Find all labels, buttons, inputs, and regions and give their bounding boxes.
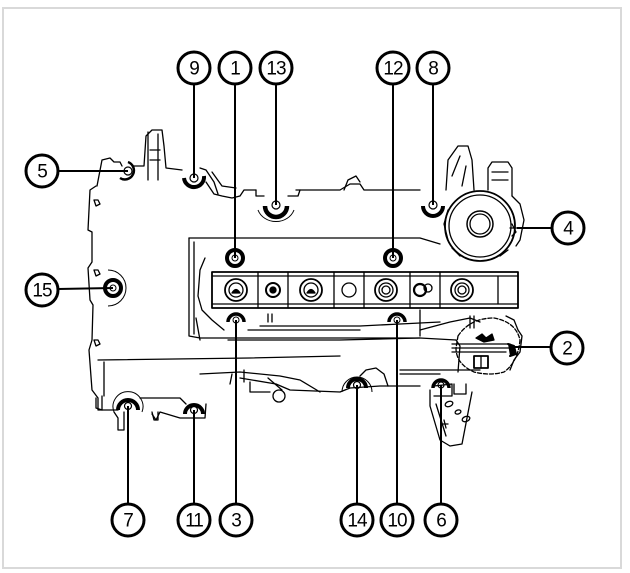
- callout-1: 1: [217, 50, 253, 86]
- oil-filler-cap-drawing: [443, 190, 518, 262]
- callout-label: 1: [230, 59, 240, 80]
- callout-label: 14: [347, 511, 368, 532]
- spark-plug-wells: [224, 278, 474, 302]
- callout-8: 8: [415, 50, 451, 86]
- callout-label: 8: [428, 59, 438, 80]
- callout-10: 10: [379, 502, 415, 538]
- bolt-13: [257, 200, 295, 223]
- callout-label: 15: [32, 281, 52, 302]
- callout-label: 5: [37, 162, 47, 183]
- callout-3: 3: [218, 502, 254, 538]
- callout-label: 6: [436, 511, 446, 532]
- callout-label: 13: [266, 59, 286, 80]
- callout-13: 13: [258, 50, 294, 86]
- callouts: 9 1 13 12 8 5 15 4 2 7 11 3 14 10 6: [24, 50, 586, 538]
- callout-11: 11: [176, 502, 212, 538]
- callout-label: 7: [123, 511, 133, 532]
- callout-4: 4: [550, 210, 586, 246]
- callout-12: 12: [375, 50, 411, 86]
- callout-14: 14: [339, 502, 375, 538]
- mounting-bracket-drawing: [429, 383, 473, 447]
- callout-label: 2: [562, 339, 572, 360]
- callout-label: 3: [231, 511, 241, 532]
- callout-label: 12: [383, 59, 403, 80]
- pcv-cover-drawing: [451, 317, 521, 375]
- valve-cover-drawing: [87, 129, 525, 447]
- callout-7: 7: [110, 502, 146, 538]
- bolt-bosses: [103, 160, 451, 415]
- callout-label: 9: [189, 59, 199, 80]
- leader-15: [57, 287, 114, 290]
- callout-6: 6: [423, 502, 459, 538]
- callout-2: 2: [549, 330, 585, 366]
- callout-9: 9: [176, 50, 212, 86]
- callout-label: 11: [185, 511, 203, 532]
- callout-label: 4: [563, 219, 574, 240]
- callout-15: 15: [24, 272, 60, 308]
- callout-label: 10: [387, 511, 407, 532]
- callout-5: 5: [24, 153, 60, 189]
